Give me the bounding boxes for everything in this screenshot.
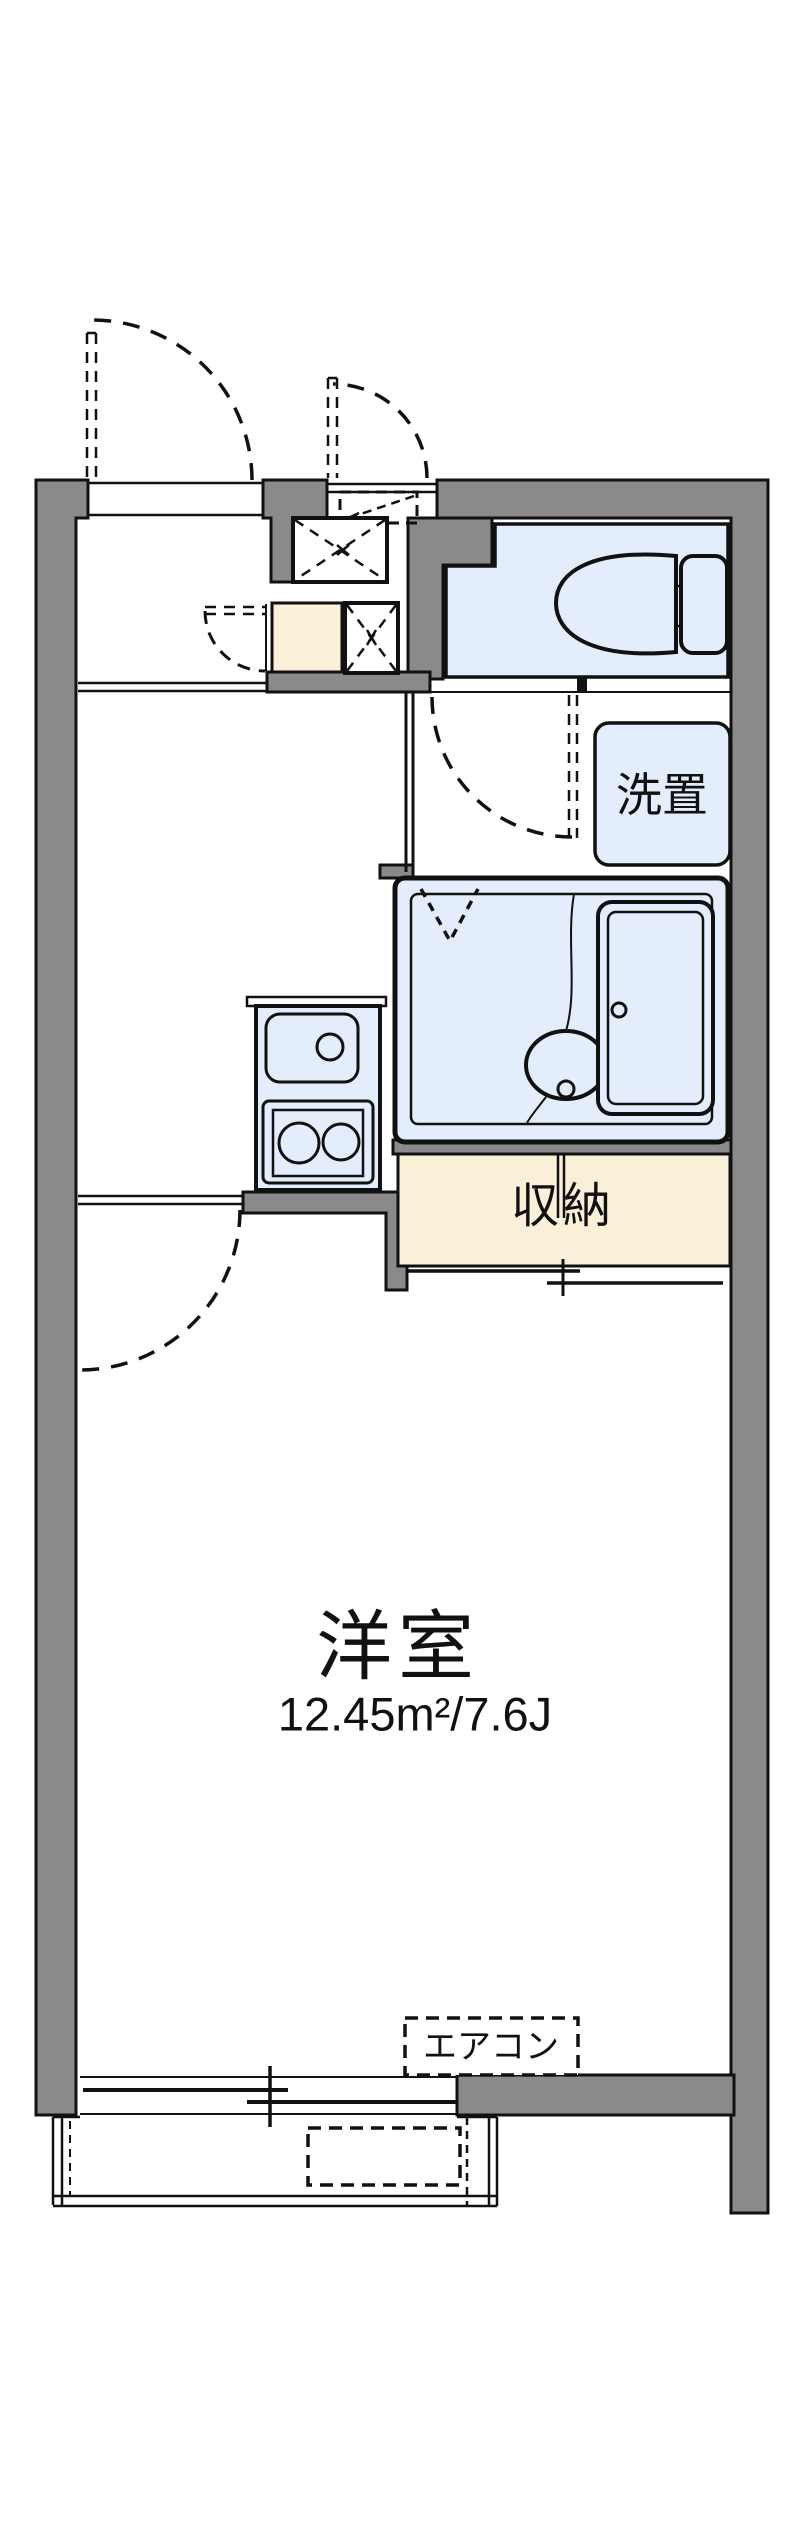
washroom-door-arc	[430, 696, 573, 839]
hall-washroom-thin-wall	[404, 692, 415, 872]
hall-partition-line	[78, 681, 267, 693]
washroom-wall-stub	[577, 678, 587, 693]
entrance-step-cross	[294, 518, 386, 582]
burner-left	[277, 1121, 321, 1165]
entrance-door-arc	[332, 382, 429, 479]
entrance	[265, 490, 419, 675]
wash-basin	[524, 1029, 608, 1101]
air-conditioner-box	[403, 2016, 580, 2077]
bathroom	[392, 875, 731, 1145]
bathtub-drain	[610, 1001, 628, 1019]
storage-label: 収納	[510, 1180, 616, 1233]
left-exterior-door-arc	[91, 318, 254, 481]
washer-space-label: 洗置	[616, 769, 708, 821]
entrance-door-leaf	[326, 376, 339, 478]
washroom-door-leaf	[567, 695, 579, 838]
main-room-area: 12.45m²/7.6J	[277, 1687, 553, 1741]
kitchen-sink	[264, 1012, 360, 1084]
faucet	[315, 1032, 345, 1062]
entrance-step-mark	[336, 544, 350, 556]
left-exterior-door-leaf	[85, 331, 98, 480]
room-door-opening	[78, 1194, 243, 1206]
folding-bath-door	[419, 888, 480, 945]
shoe-storage-mark	[365, 629, 378, 646]
washing-machine-space-box	[593, 721, 732, 867]
sliding-window	[80, 2066, 457, 2127]
toilet-room	[444, 522, 730, 679]
toilet-bowl	[553, 552, 678, 656]
toilet-tank	[679, 554, 729, 655]
bath-partition-curve	[526, 893, 575, 1124]
openings	[78, 481, 731, 1206]
storage-divider	[556, 1154, 566, 1218]
balcony-service-space	[306, 2126, 462, 2187]
toilet-connectors	[674, 584, 682, 628]
bathtub	[596, 900, 715, 1116]
left-wall	[34, 478, 90, 2117]
main-room-name: 洋室	[316, 1605, 480, 1690]
doors	[79, 318, 579, 1372]
entrance-closet-door-arc	[203, 610, 266, 673]
balcony	[51, 2115, 499, 2208]
sliding-closet-door	[407, 1269, 723, 1285]
kitchen-bottom-wall	[241, 1190, 409, 1292]
basin-drain	[556, 1079, 576, 1099]
burner-right	[321, 1122, 361, 1162]
overhead-storage-diagonal	[345, 494, 415, 521]
entrance-closet	[270, 601, 344, 674]
kitchen-unit	[245, 995, 388, 1192]
bottom-wall	[455, 2073, 736, 2117]
storage-closet	[396, 1152, 732, 1296]
room-door-arc	[79, 1209, 242, 1372]
balcony-outline	[51, 2115, 499, 2208]
washroom	[593, 721, 732, 867]
aircon-label: エアコン	[423, 2028, 559, 2066]
walls	[34, 478, 770, 2215]
entrance-closet-door-leaf	[205, 605, 266, 616]
left-door-opening	[88, 481, 263, 517]
bathtub-inner	[606, 910, 705, 1106]
